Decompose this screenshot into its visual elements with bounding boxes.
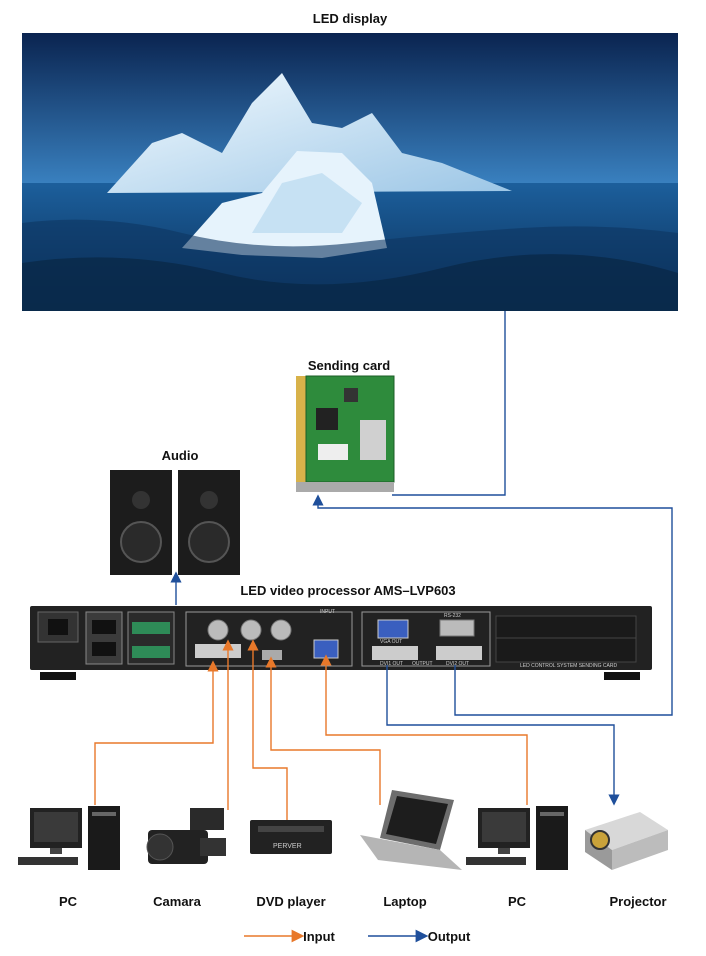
led-display-title: LED display — [312, 11, 388, 26]
brand-label: LED CONTROL SYSTEM SENDING CARD — [520, 663, 617, 669]
sending-card-label: Sending card — [307, 358, 391, 373]
sending-card — [296, 375, 395, 492]
dvd-player-icon: PERVER — [250, 820, 332, 854]
device-label-dvd: DVD player — [256, 894, 326, 909]
projector-icon — [585, 812, 668, 870]
pc-left-icon — [18, 806, 120, 870]
processor-label: LED video processor AMS–LVP603 — [240, 583, 456, 598]
laptop-icon — [360, 790, 462, 870]
speakers — [110, 470, 240, 575]
dvd-brand: PERVER — [273, 843, 302, 850]
output-label: OUTPUT — [412, 661, 433, 667]
input-label: INPUT — [320, 609, 335, 615]
iceberg-image — [22, 33, 678, 311]
camera-icon — [146, 808, 226, 864]
output-lines — [170, 311, 673, 806]
dvi2-out-label: DVI2 OUT — [446, 661, 469, 667]
device-label-camara: Camara — [153, 894, 201, 909]
legend-output-label: Output — [427, 929, 471, 944]
pc-right-icon — [466, 806, 568, 870]
vga-out-label: VGA OUT — [380, 639, 402, 645]
video-processor: INPUT RS-232 VGA OUT DVI1 OUT OUTPUT DVI… — [30, 606, 652, 680]
dvi1-out-label: DVI1 OUT — [380, 661, 403, 667]
legend-input-label: Input — [303, 929, 335, 944]
rs232-label: RS-232 — [444, 613, 461, 619]
audio-label: Audio — [161, 448, 199, 463]
device-label-pc-left: PC — [58, 894, 78, 909]
device-label-projector: Projector — [609, 894, 667, 909]
device-label-pc-right: PC — [507, 894, 527, 909]
device-label-laptop: Laptop — [383, 894, 427, 909]
led-display-screen — [22, 33, 678, 311]
input-lines — [94, 639, 528, 820]
